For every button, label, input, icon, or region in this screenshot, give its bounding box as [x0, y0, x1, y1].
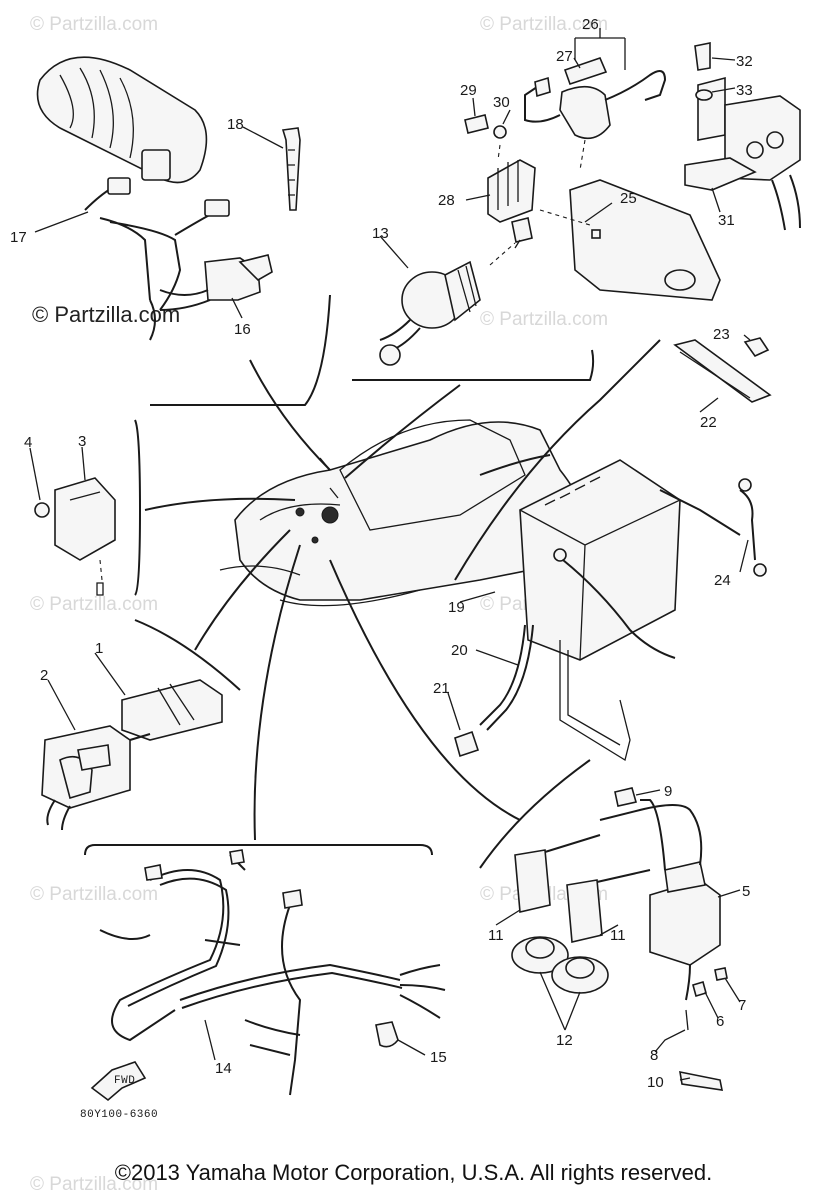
plug-caps-11 [514, 834, 651, 943]
wire-lead-18 [281, 127, 301, 211]
cdi-unit-1-2 [41, 679, 223, 831]
starter-relay-31 [684, 42, 801, 231]
watermark: © Partzilla.com [480, 309, 608, 330]
callout-20: 20 [451, 642, 468, 659]
drawing-code: 80Y100-6360 [80, 1109, 158, 1121]
watermark: © Partzilla.com [30, 884, 158, 905]
callout-28: 28 [438, 192, 455, 209]
watermark: © Partzilla.com [30, 14, 158, 35]
callout-30: 30 [493, 94, 510, 111]
bracket-25 [539, 179, 721, 301]
callout-25: 25 [620, 190, 637, 207]
callout-11-right: 11 [610, 927, 626, 944]
resistor-assembly-26 [464, 57, 667, 223]
watermark: © Partzilla.com [30, 1174, 158, 1195]
callout-5: 5 [742, 883, 750, 900]
callout-12: 12 [556, 1032, 573, 1049]
battery-band-22 [673, 339, 772, 403]
callout-32: 32 [736, 53, 753, 70]
breather-tube-20-21 [454, 624, 534, 758]
handlebar-grip [36, 56, 208, 184]
battery-cable-24 [659, 478, 767, 577]
callout-24: 24 [714, 572, 731, 589]
plug-boots-12 [511, 936, 609, 994]
callout-labels: 1 2 3 4 5 6 7 8 9 10 11 11 12 13 14 15 1… [10, 16, 753, 1091]
copyright-notice: ©2013 Yamaha Motor Corporation, U.S.A. A… [114, 1160, 713, 1185]
nut-23 [743, 337, 770, 358]
battery-19 [519, 459, 681, 762]
callout-31: 31 [718, 212, 735, 229]
callout-3: 3 [78, 433, 86, 450]
callout-33: 33 [736, 82, 753, 99]
callout-10: 10 [647, 1074, 664, 1091]
callout-29: 29 [460, 82, 477, 99]
callout-26: 26 [582, 16, 599, 33]
callout-22: 22 [700, 414, 717, 431]
wire-harness-14 [99, 849, 446, 1096]
callout-14: 14 [215, 1060, 232, 1077]
fwd-arrow-icon: FWD [90, 1061, 147, 1102]
main-switch-13 [379, 217, 533, 366]
callout-1: 1 [95, 640, 103, 657]
callout-16: 16 [234, 321, 251, 338]
callout-17: 17 [10, 229, 27, 246]
callout-9: 9 [664, 783, 672, 800]
watermark-dark: © Partzilla.com [32, 302, 180, 327]
callout-7: 7 [738, 997, 746, 1014]
fwd-label: FWD [114, 1075, 135, 1087]
callout-leaders [29, 28, 751, 1081]
watermark: © Partzilla.com [480, 14, 608, 35]
callout-27: 27 [556, 48, 573, 65]
callout-15: 15 [430, 1049, 447, 1066]
watermark: © Partzilla.com [30, 594, 158, 615]
callout-8: 8 [650, 1047, 658, 1064]
callout-13: 13 [372, 225, 389, 242]
callout-19: 19 [448, 599, 465, 616]
callout-18: 18 [227, 116, 244, 133]
callout-23: 23 [713, 326, 730, 343]
group-brackets [84, 294, 661, 869]
callout-6: 6 [716, 1013, 724, 1030]
cdi-cover-3 [34, 477, 116, 596]
callout-21: 21 [433, 680, 450, 697]
kill-switch-harness [84, 177, 273, 341]
callout-11-left: 11 [488, 927, 504, 944]
ignition-coil-5 [599, 787, 728, 1091]
callout-2: 2 [40, 667, 48, 684]
callout-4: 4 [24, 434, 32, 451]
